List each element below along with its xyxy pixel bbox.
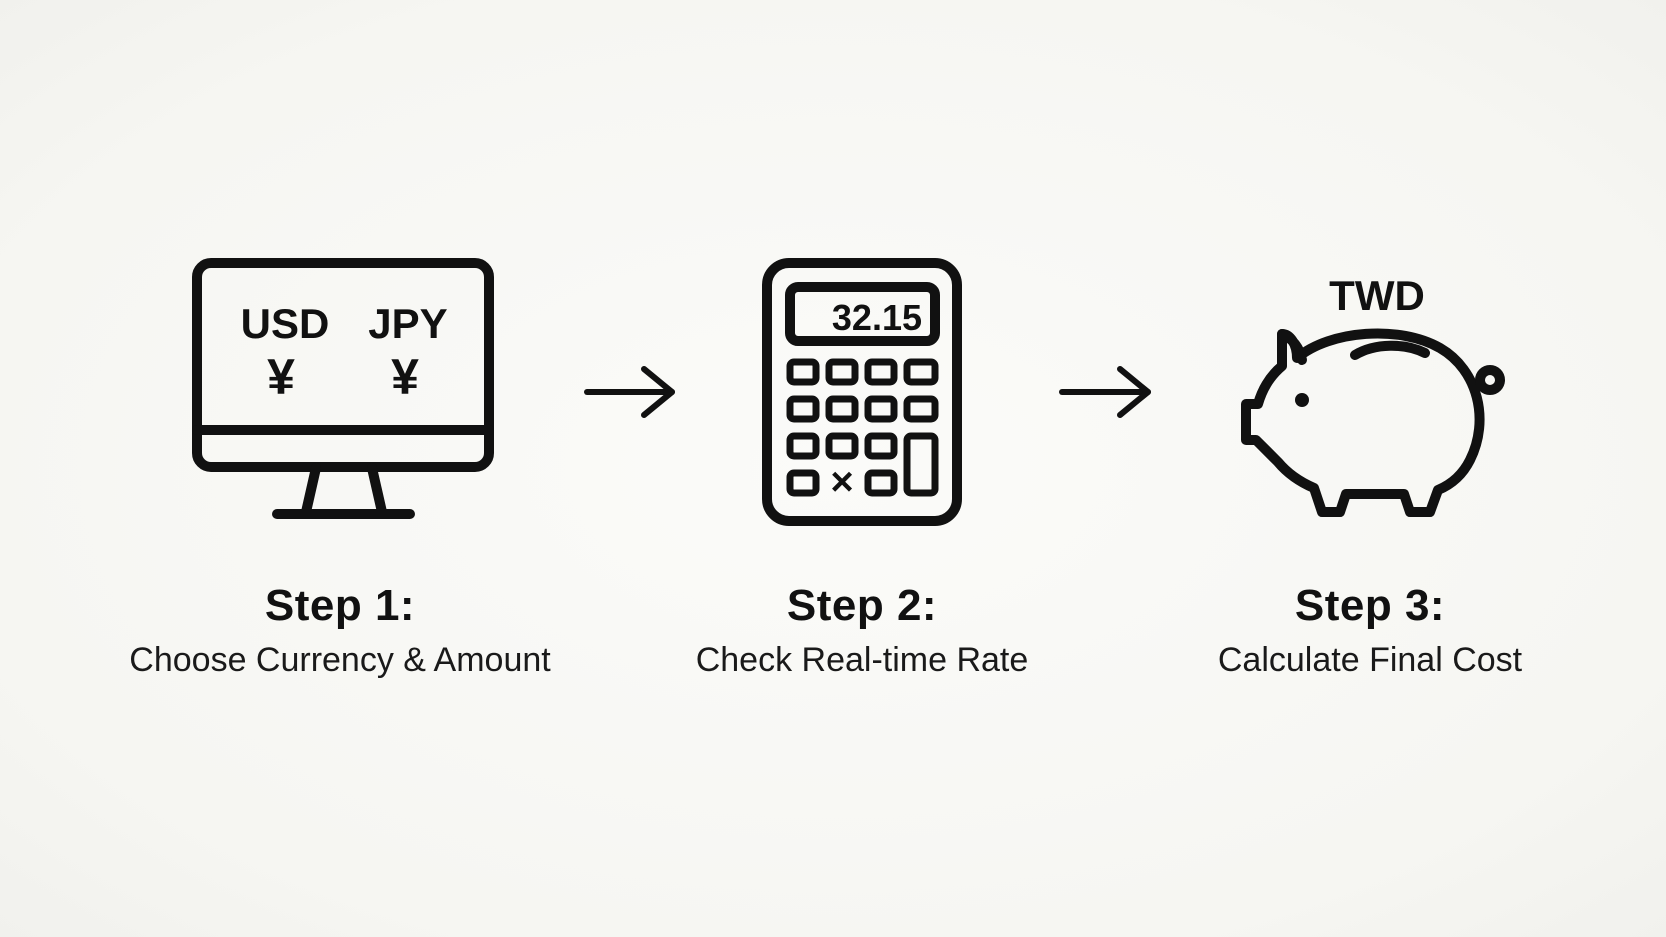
step-2-description: Check Real-time Rate [695,641,1029,679]
monitor-currency-right: JPY [368,300,447,347]
calculator-tall-key [903,432,939,497]
piggy-bank-icon [1241,328,1505,517]
calculator-icon [762,258,962,526]
yen-symbol-right: ¥ [391,349,419,405]
step-3-title: Step 3: [1294,581,1446,630]
piggy-bank-ear [1277,329,1307,365]
yen-symbol-left: ¥ [267,349,295,405]
step-1-description: Choose Currency & Amount [129,641,551,679]
step-3-description: Calculate Final Cost [1217,641,1523,679]
calculator-display [785,282,940,346]
monitor-screen [192,258,494,472]
calculator-multiply-key: × [830,460,853,504]
calculator-keys [786,358,939,497]
piggy-bank-currency-label: TWD [1329,272,1425,319]
step-1-caption: Step 1: Choose Currency & Amount [80,580,600,682]
piggy-bank-coin-slot [1350,340,1430,360]
monitor-stand [301,463,387,517]
calculator-body [762,258,962,526]
step-3-caption: Step 3: Calculate Final Cost [1110,580,1630,682]
calculator-display-value: 32.15 [832,297,922,338]
piggy-bank-tail [1475,365,1505,395]
step-2-title: Step 2: [786,581,938,630]
step-1-title: Step 1: [264,581,416,630]
piggy-bank-eye [1295,393,1309,407]
arrow-right-icon [1059,366,1151,418]
piggy-bank-body [1241,328,1485,517]
step-2-caption: Step 2: Check Real-time Rate [602,580,1122,682]
arrow-right-icon [584,366,675,418]
monitor-currency-left: USD [241,300,330,347]
monitor-icon [192,258,494,519]
